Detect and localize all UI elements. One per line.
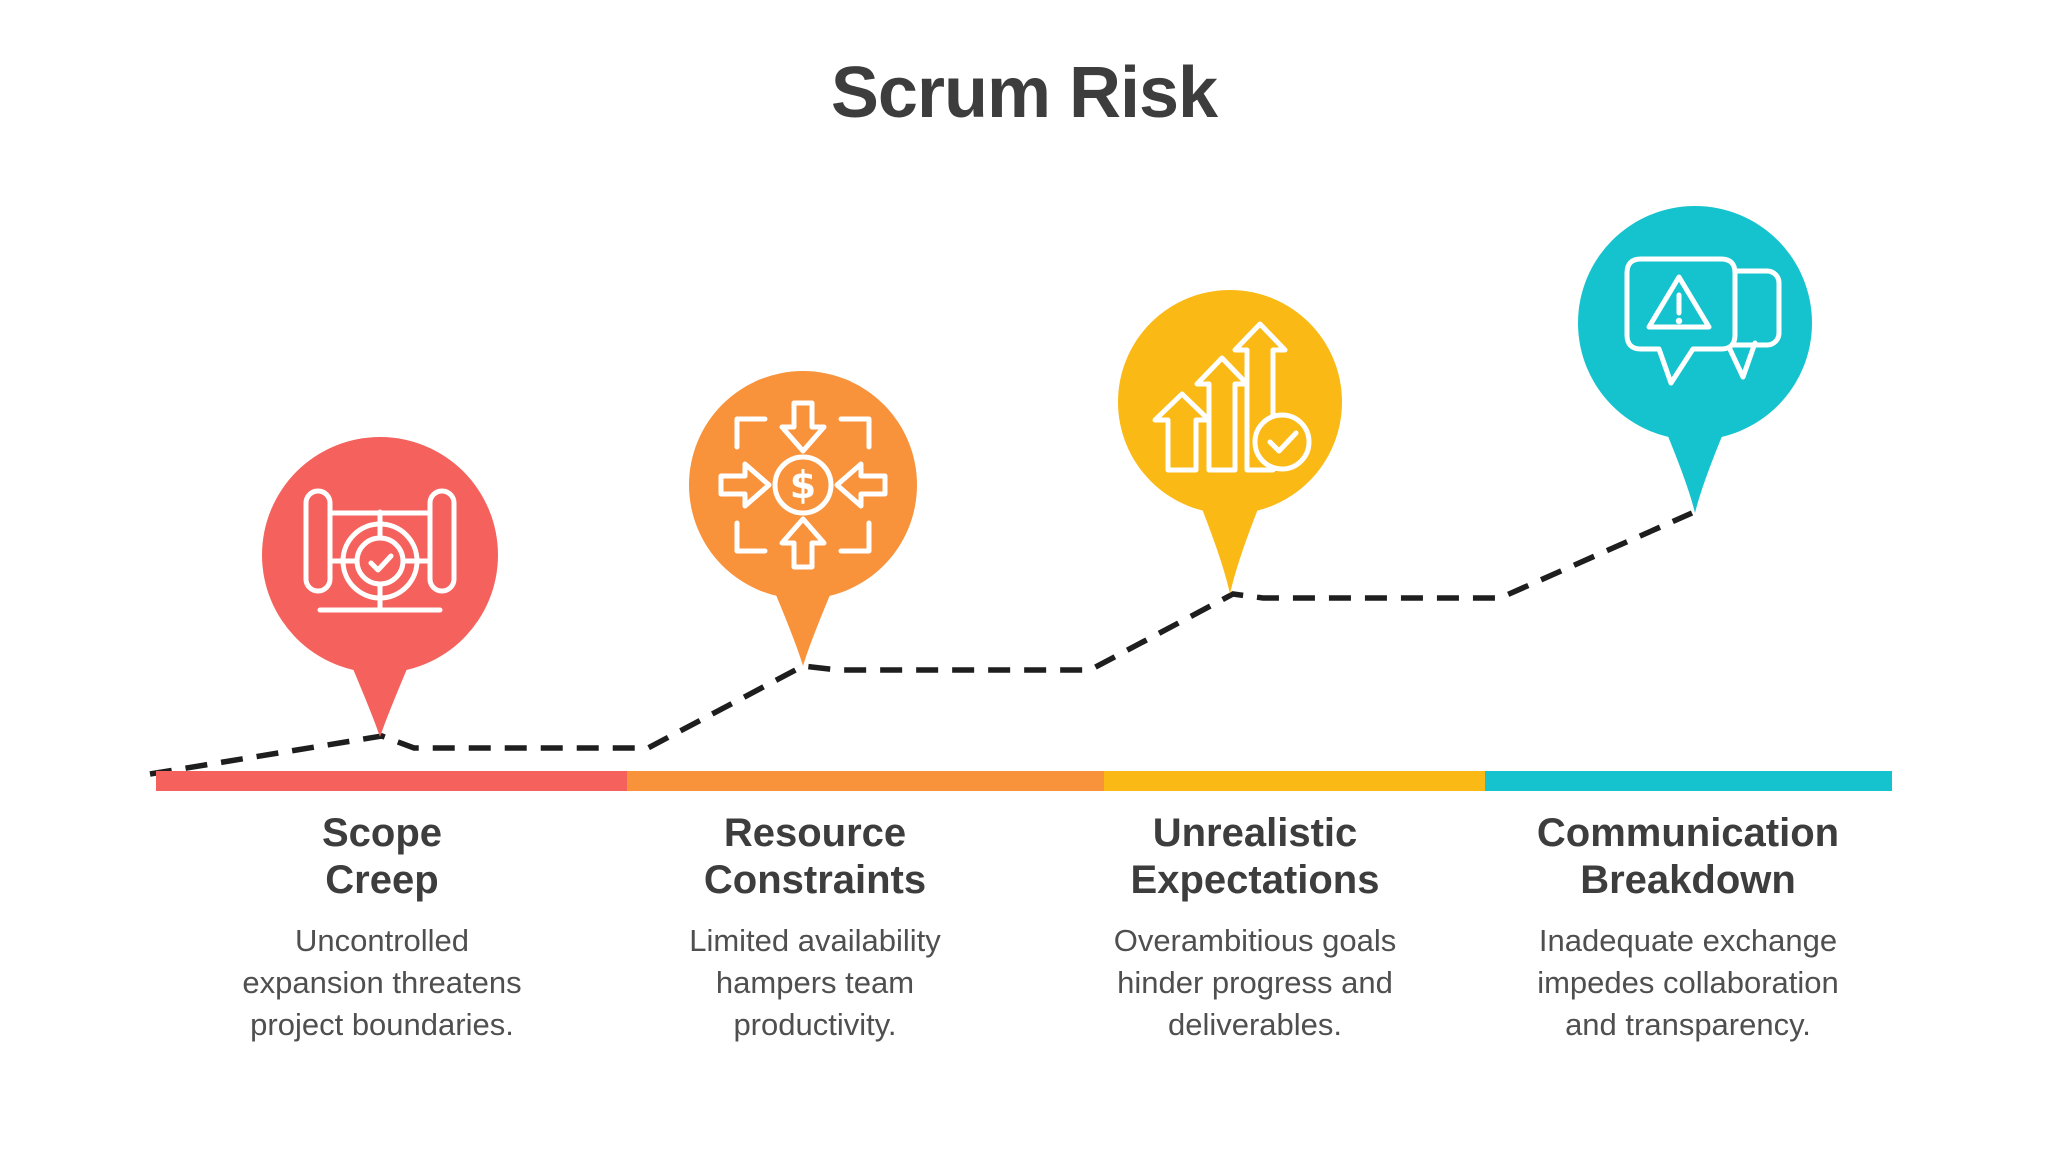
risk-title: Scope Creep (321, 811, 443, 902)
rising-arrows-check-icon (1152, 321, 1312, 473)
risk-title: Unrealistic Expectations (1130, 811, 1380, 902)
risk-columns: Scope Creep Uncontrolled expansion threa… (0, 810, 2048, 1110)
timeline-bar-segment (627, 771, 1104, 791)
trend-dashed-line (149, 510, 1694, 777)
balloon-circle (262, 437, 498, 673)
risk-description: Limited availability hampers team produc… (689, 922, 941, 1042)
milestone-marker-scope-creep (262, 437, 498, 737)
milestone-marker-resource-constraints: $ (689, 371, 917, 666)
balloon-circle (1118, 290, 1342, 514)
risk-column-resource-constraints: Resource Constraints Limited availabilit… (615, 810, 1015, 1046)
svg-text:$: $ (790, 463, 816, 507)
risk-column-unrealistic-expectations: Unrealistic Expectations Overambitious g… (1055, 810, 1455, 1046)
risk-column-communication-breakdown: Communication Breakdown Inadequate excha… (1488, 810, 1888, 1046)
risk-description: Uncontrolled expansion threatens project… (242, 922, 522, 1042)
milestone-marker-unrealistic-expectations (1118, 290, 1342, 594)
risk-title: Resource Constraints (703, 811, 927, 902)
timeline-bar-segment (156, 771, 627, 791)
balloon-circle (689, 371, 917, 599)
risk-description: Inadequate exchange impedes collaboratio… (1537, 922, 1839, 1042)
milestone-marker-communication-breakdown (1578, 206, 1812, 513)
chat-warning-icon (1624, 256, 1782, 386)
timeline-bar (156, 771, 1892, 791)
page-title: Scrum Risk (830, 53, 1218, 133)
blueprint-target-icon (303, 488, 457, 613)
risk-column-scope-creep: Scope Creep Uncontrolled expansion threa… (182, 810, 582, 1046)
money-constraint-icon: $ (721, 400, 885, 567)
timeline-bar-segment (1485, 771, 1892, 791)
risk-title: Communication Breakdown (1536, 811, 1840, 902)
risk-description: Overambitious goals hinder progress and … (1113, 922, 1397, 1042)
timeline-bar-segment (1104, 771, 1485, 791)
